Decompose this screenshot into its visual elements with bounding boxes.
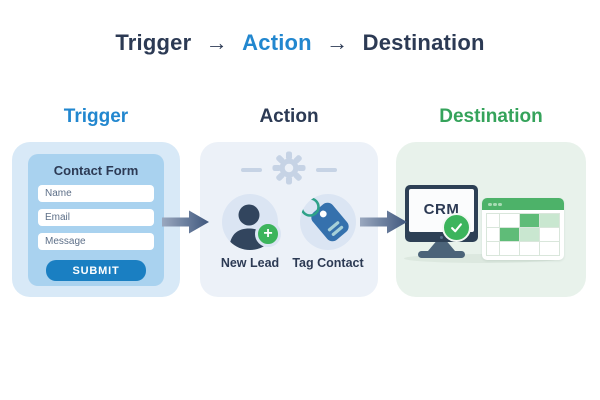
name-input[interactable] [38,185,154,202]
sheet-cell [520,242,539,255]
sheet-cell [540,242,559,255]
flow-arrow-icon-2 [360,209,408,235]
contact-form-title: Contact Form [53,163,139,178]
action-heading: Action [259,106,319,127]
gear-dash-right [316,168,337,172]
trigger-heading: Trigger [63,106,129,127]
destination-heading: Destination [439,106,543,127]
sheet-cell [500,228,519,241]
plus-badge-icon: + [255,221,281,247]
window-dot-icon [488,202,492,206]
tag-contact-item [300,194,356,250]
sheet-cell [487,242,499,255]
submit-button[interactable]: SUBMIT [46,260,146,281]
sheet-cell [487,214,499,227]
page-title: Trigger → Action → Destination [0,30,600,56]
sheet-cell [540,214,559,227]
spreadsheet-window [482,198,564,260]
monitor-stand-neck [428,242,455,251]
new-lead-label: New Lead [220,256,280,270]
monitor-button-icon [440,236,443,239]
spreadsheet-grid [486,213,560,256]
sheet-cell [500,242,519,255]
tag-contact-label: Tag Contact [292,256,364,270]
title-arrow-icon-2: → [326,30,349,55]
title-trigger-word: Trigger [115,30,192,55]
contact-form: Contact Form SUBMIT [28,154,164,286]
tag-icon [300,194,356,250]
window-dot-icon [493,202,497,206]
spreadsheet-header [482,198,564,210]
trigger-card: Contact Form SUBMIT [12,142,180,297]
window-dot-icon [498,202,502,206]
sheet-cell [500,214,519,227]
title-arrow-icon-1: → [205,30,228,55]
gear-dash-left [241,168,262,172]
monitor-stand-base [418,251,465,258]
device-shadow [404,254,560,263]
email-input[interactable] [38,209,154,226]
new-lead-item: + [222,194,281,250]
flow-arrow-icon-1 [162,209,210,235]
gear-divider [200,150,378,190]
crm-monitor: CRM [405,185,478,242]
sheet-cell [520,228,539,241]
title-destination-word: Destination [362,30,485,55]
gear-icon [272,150,306,190]
title-action-word: Action [242,30,312,55]
message-input[interactable] [38,233,154,250]
action-card: + New Lead Tag Contact [200,142,378,297]
checkmark-icon [442,213,471,242]
destination-card: CRM [396,142,586,297]
sheet-cell [487,228,499,241]
sheet-cell [540,228,559,241]
sheet-cell [520,214,539,227]
